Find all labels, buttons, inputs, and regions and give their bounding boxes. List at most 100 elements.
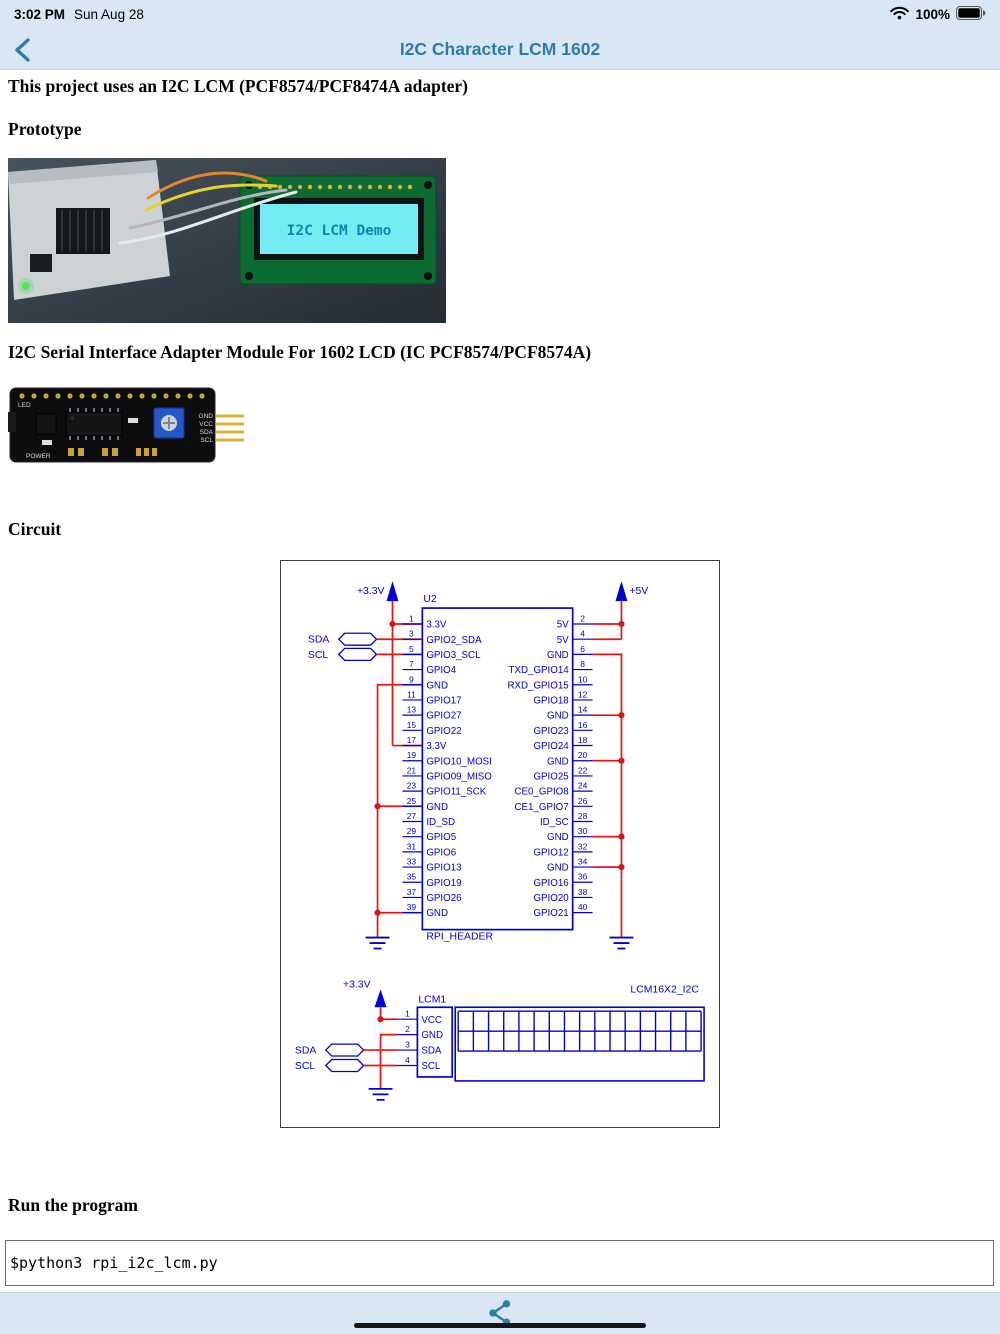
pin-label: GPIO2_SDA [426, 635, 482, 646]
pin-label: GPIO13 [426, 863, 461, 874]
pin-label: SDA [421, 1046, 442, 1057]
pin-number: 39 [407, 902, 417, 912]
jumper-pads [68, 448, 157, 456]
power-led [22, 282, 30, 290]
lcd-screen [260, 204, 418, 254]
pin-number: 30 [578, 826, 588, 836]
pin-number: 1 [405, 1009, 410, 1019]
pin-number: 6 [580, 644, 585, 654]
pin-label: GPIO26 [426, 893, 461, 904]
board-edge [8, 160, 158, 184]
pin-label: GND [426, 802, 448, 813]
pin-label: GPIO18 [533, 696, 568, 707]
u2-right-pins: 25V45V6GND8TXD_GPIO1410RXD_GPIO1512GPIO1… [507, 614, 593, 919]
pin-number: 38 [578, 887, 588, 897]
u2-name-label: RPI_HEADER [426, 932, 493, 943]
pin-label: GPIO12 [533, 847, 568, 858]
pin-number: 13 [407, 705, 417, 715]
battery-icon [956, 5, 986, 23]
adapter-heading: I2C Serial Interface Adapter Module For … [8, 342, 592, 362]
sda-flag-icon-lcm [324, 1043, 365, 1057]
pin-label: GPIO11_SCK [426, 787, 486, 798]
lcd-character-grid [457, 1010, 702, 1052]
pin-label: GND [547, 756, 569, 767]
back-button[interactable] [10, 36, 38, 64]
power-label-3v3-lcm: +3.3V [343, 979, 371, 990]
top-pin-holes [19, 393, 205, 399]
pin-number: 24 [578, 781, 588, 791]
scl-flag-icon-lcm [324, 1058, 365, 1073]
code-block: $python3 rpi_i2c_lcm.py [5, 1240, 994, 1286]
pin-number: 4 [580, 629, 585, 639]
pin-label-sda: SDA [200, 429, 214, 436]
pin-label: GPIO22 [426, 726, 461, 737]
pin-label: GPIO27 [426, 711, 461, 722]
ground-symbol-right [609, 936, 634, 950]
u2-left-pins: 13.3V3GPIO2_SDA5GPIO3_SCL7GPIO49GND11GPI… [402, 614, 492, 919]
pin-number: 19 [407, 750, 417, 760]
power-label-5v: +5V [629, 586, 648, 597]
pin-label: CE1_GPIO7 [514, 802, 568, 813]
pin-number: 21 [407, 765, 417, 775]
pin-label: ID_SC [540, 817, 569, 828]
pin-number: 23 [407, 781, 417, 791]
home-indicator[interactable] [354, 1322, 646, 1328]
pin-label: VCC [421, 1015, 442, 1026]
adapter-photo: LED GND VCC SDA SCL POWER [8, 378, 248, 473]
circuit-diagram: U2 RPI_HEADER +3.3V +5V SDA SCL [280, 560, 720, 1128]
pin-number: 29 [407, 826, 417, 836]
pin-number: 8 [580, 659, 585, 669]
sda-flag-icon [337, 632, 378, 646]
power-label-3v3: +3.3V [357, 586, 385, 597]
wifi-icon [890, 6, 910, 23]
pin-number: 16 [578, 720, 588, 730]
ground-symbol-lcm [368, 1087, 393, 1101]
power-arrow-3v3 [386, 581, 399, 602]
wires-u2 [376, 601, 623, 938]
small-chip [30, 254, 52, 272]
silk-led-label: LED [18, 402, 31, 409]
pin-label: GPIO5 [426, 832, 456, 843]
pin-number: 10 [578, 674, 588, 684]
pin-number: 26 [578, 796, 588, 806]
pin-number: 11 [407, 689, 416, 699]
pin-number: 20 [578, 750, 588, 760]
junction-dot-lcm [377, 1016, 384, 1023]
pin-label: GND [547, 832, 569, 843]
net-label-sda: SDA [308, 635, 329, 646]
prototype-photo: I2C LCM Demo [8, 158, 446, 323]
pin-number: 28 [578, 811, 588, 821]
pin-number: 18 [578, 735, 588, 745]
lcm1-name-label: LCM16X2_I2C [630, 984, 699, 995]
ground-symbol-left [365, 936, 390, 950]
power-arrow-3v3-lcm [374, 989, 387, 1008]
pin-number: 4 [405, 1055, 410, 1065]
pin-label: GPIO16 [533, 878, 568, 889]
junction-dots-u2 [374, 620, 625, 916]
pin-number: 2 [405, 1024, 410, 1034]
pin-label-scl: SCL [200, 437, 213, 444]
pin-label: GND [547, 650, 569, 661]
status-time-date: 3:02 PM Sun Aug 28 [14, 7, 144, 22]
pin-number: 1 [409, 614, 414, 624]
net-label-scl-lcm: SCL [295, 1061, 315, 1072]
chevron-left-icon [15, 38, 30, 62]
nav-bar: I2C Character LCM 1602 [0, 28, 1000, 70]
status-bar: 3:02 PM Sun Aug 28 100% [0, 0, 1000, 28]
pin-label: GPIO21 [533, 908, 568, 919]
pin-number: 27 [407, 811, 417, 821]
run-heading: Run the program [8, 1195, 138, 1215]
status-date: Sun Aug 28 [74, 6, 144, 22]
pcf8574-ic [65, 411, 123, 437]
jumper-wires [118, 171, 298, 245]
pin-number: 14 [578, 705, 588, 715]
lcd-screen-text: I2C LCM Demo [287, 223, 392, 239]
pin-number: 33 [407, 857, 417, 867]
pin-number: 9 [409, 674, 414, 684]
pin-label: SCL [421, 1061, 441, 1072]
pin-label: RXD_GPIO15 [507, 680, 569, 691]
lcd-pin-header [257, 184, 413, 190]
pin-label: GND [547, 711, 569, 722]
pin-number: 22 [578, 765, 588, 775]
